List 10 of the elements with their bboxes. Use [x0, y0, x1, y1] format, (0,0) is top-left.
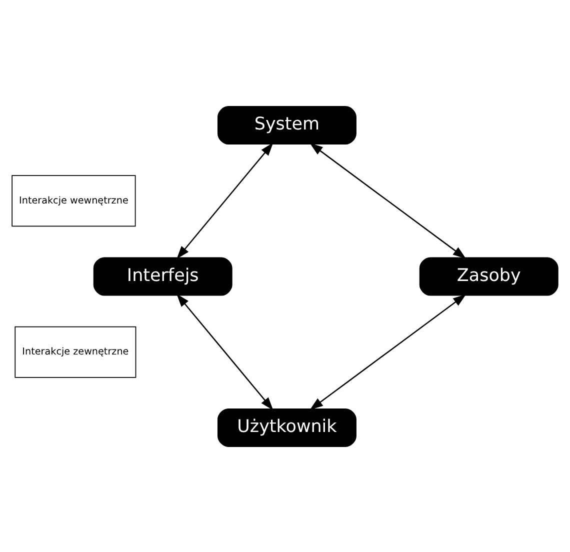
node-box: Zasoby: [419, 256, 558, 296]
node-box: System: [217, 106, 356, 144]
arrow: [310, 294, 466, 410]
node-box: Użytkownik: [217, 408, 356, 446]
node-box: Interfejs: [93, 256, 232, 296]
node-box: Interakcje wewnętrzne: [12, 174, 136, 226]
arrow: [176, 293, 274, 410]
arrow: [310, 142, 466, 258]
node-box: Interakcje zewnętrzne: [14, 326, 136, 378]
arrow: [176, 142, 274, 259]
